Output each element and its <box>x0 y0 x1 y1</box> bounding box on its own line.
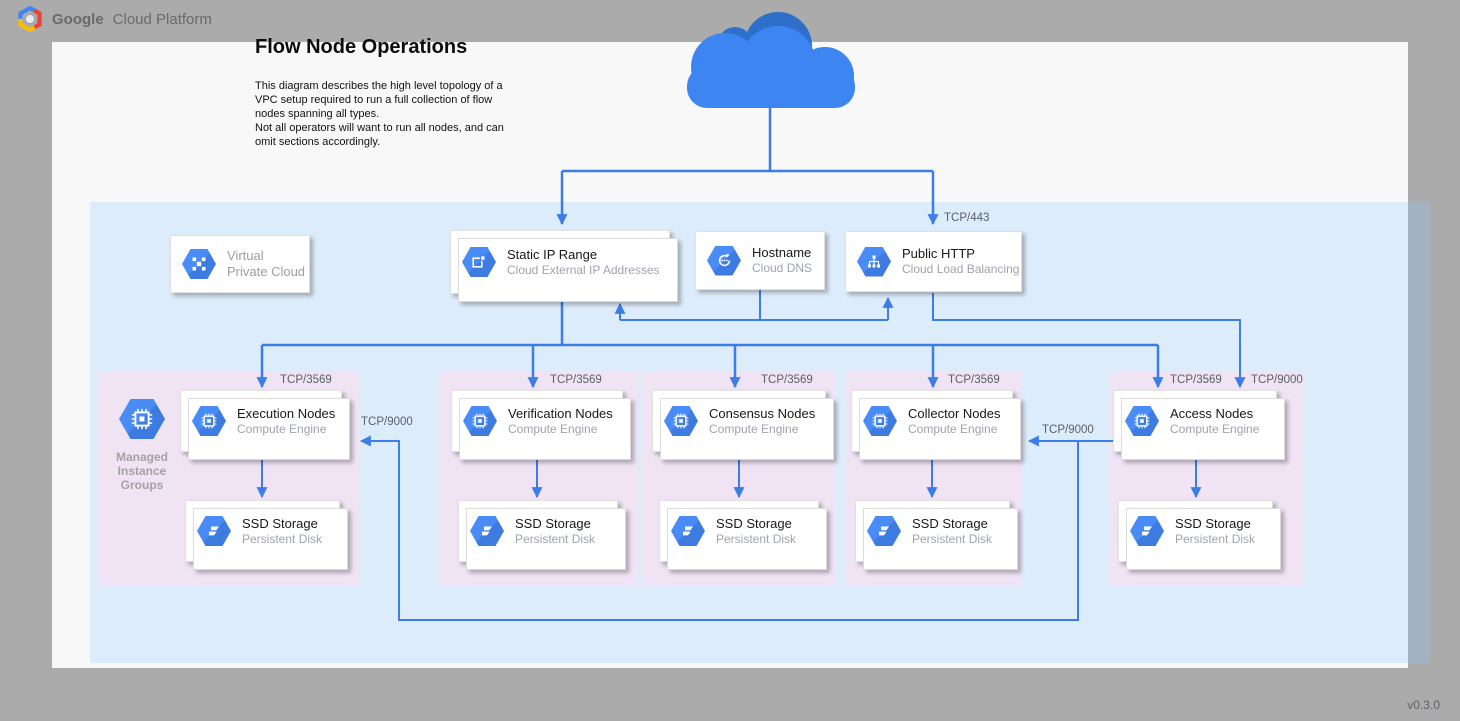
storage-title: SSD Storage <box>716 515 792 531</box>
verification-nodes-card: Verification Nodes Compute Engine <box>451 390 631 460</box>
node-subtitle: Compute Engine <box>709 421 799 436</box>
hostname-subtitle: Cloud DNS <box>752 261 813 276</box>
storage-subtitle: Persistent Disk <box>716 531 797 546</box>
hostname-card: Hostname Cloud DNS <box>695 231 825 290</box>
execution-nodes-card: Execution Nodes Compute Engine <box>180 390 350 460</box>
managed-instance-groups-label: Managed Instance Groups <box>115 450 168 492</box>
node-title: Consensus Nodes <box>709 405 816 421</box>
breadcrumb: Google Cloud Platform <box>17 6 212 32</box>
port-label-tcp3569: TCP/3569 <box>761 374 813 386</box>
port-label-tcp9000: TCP/9000 <box>361 416 413 428</box>
storage-subtitle: Persistent Disk <box>912 531 993 546</box>
storage-title: SSD Storage <box>912 515 988 531</box>
storage-title: SSD Storage <box>242 515 318 531</box>
storage-title: SSD Storage <box>1175 515 1251 531</box>
compute-engine-icon <box>192 406 226 436</box>
access-nodes-card: Access Nodes Compute Engine <box>1113 390 1285 460</box>
static-ip-subtitle: Cloud External IP Addresses <box>507 262 660 277</box>
storage-subtitle: Persistent Disk <box>1175 531 1256 546</box>
hostname-title: Hostname <box>752 245 812 261</box>
vpc-card-line1: Virtual <box>227 248 264 264</box>
description-line: nodes spanning all types. <box>255 108 380 120</box>
node-subtitle: Compute Engine <box>908 421 998 436</box>
description-line: This diagram describes the high level to… <box>255 80 503 92</box>
consensus-nodes-card: Consensus Nodes Compute Engine <box>652 390 834 460</box>
external-ip-icon <box>462 247 496 277</box>
ssd-storage-card: SSD Storage Persistent Disk <box>1118 500 1281 570</box>
ssd-storage-card: SSD Storage Persistent Disk <box>458 500 626 570</box>
compute-engine-icon <box>863 406 897 436</box>
port-label-tcp443: TCP/443 <box>944 212 990 224</box>
persistent-disk-icon <box>867 516 901 546</box>
persistent-disk-icon <box>671 516 705 546</box>
page-title: Flow Node Operations <box>255 36 468 58</box>
ssd-storage-card: SSD Storage Persistent Disk <box>659 500 827 570</box>
node-title: Execution Nodes <box>237 405 336 421</box>
vpc-card: Virtual Private Cloud <box>170 235 310 293</box>
node-title: Collector Nodes <box>908 405 1001 421</box>
node-title: Verification Nodes <box>508 405 613 421</box>
port-label-tcp3569: TCP/3569 <box>550 374 602 386</box>
port-label-tcp3569: TCP/3569 <box>948 374 1000 386</box>
port-label-tcp9000: TCP/9000 <box>1042 424 1094 436</box>
persistent-disk-icon <box>197 516 231 546</box>
cloud-dns-icon <box>707 245 741 276</box>
node-subtitle: Compute Engine <box>237 421 327 436</box>
storage-subtitle: Persistent Disk <box>515 531 596 546</box>
node-subtitle: Compute Engine <box>1170 421 1260 436</box>
brand-google: Google <box>52 10 104 28</box>
gcp-logo-icon <box>18 6 42 32</box>
persistent-disk-icon <box>470 516 504 546</box>
node-subtitle: Compute Engine <box>508 421 598 436</box>
cloud-internet-icon <box>687 12 855 108</box>
storage-subtitle: Persistent Disk <box>242 531 323 546</box>
compute-engine-icon <box>463 406 497 436</box>
description-line: VPC setup required to run a full collect… <box>255 94 493 106</box>
diagram-description: This diagram describes the high level to… <box>255 79 540 149</box>
public-http-card: Public HTTP Cloud Load Balancing <box>845 231 1022 292</box>
port-label-tcp3569: TCP/3569 <box>1170 374 1222 386</box>
port-label-tcp3569: TCP/3569 <box>280 374 332 386</box>
static-ip-title: Static IP Range <box>507 246 598 262</box>
persistent-disk-icon <box>1130 516 1164 546</box>
collector-nodes-card: Collector Nodes Compute Engine <box>851 390 1021 460</box>
version-label: v0.3.0 <box>1407 698 1440 712</box>
compute-engine-icon <box>664 406 698 436</box>
ssd-storage-card: SSD Storage Persistent Disk <box>855 500 1018 570</box>
description-line: omit sections accordingly. <box>255 136 381 148</box>
public-http-subtitle: Cloud Load Balancing <box>902 262 1020 277</box>
port-label-tcp9000: TCP/9000 <box>1251 374 1303 386</box>
public-http-title: Public HTTP <box>902 246 975 262</box>
brand-cloud-platform: Cloud Platform <box>112 10 212 28</box>
vpc-card-line2: Private Cloud <box>227 264 306 279</box>
description-line: Not all operators will want to run all n… <box>255 122 504 134</box>
ssd-storage-card: SSD Storage Persistent Disk <box>185 500 348 570</box>
node-title: Access Nodes <box>1170 405 1254 421</box>
storage-title: SSD Storage <box>515 515 591 531</box>
static-ip-card: Static IP Range Cloud External IP Addres… <box>450 230 678 302</box>
load-balancer-icon <box>857 246 891 277</box>
compute-engine-icon <box>1125 406 1159 436</box>
vpc-icon <box>182 249 216 279</box>
